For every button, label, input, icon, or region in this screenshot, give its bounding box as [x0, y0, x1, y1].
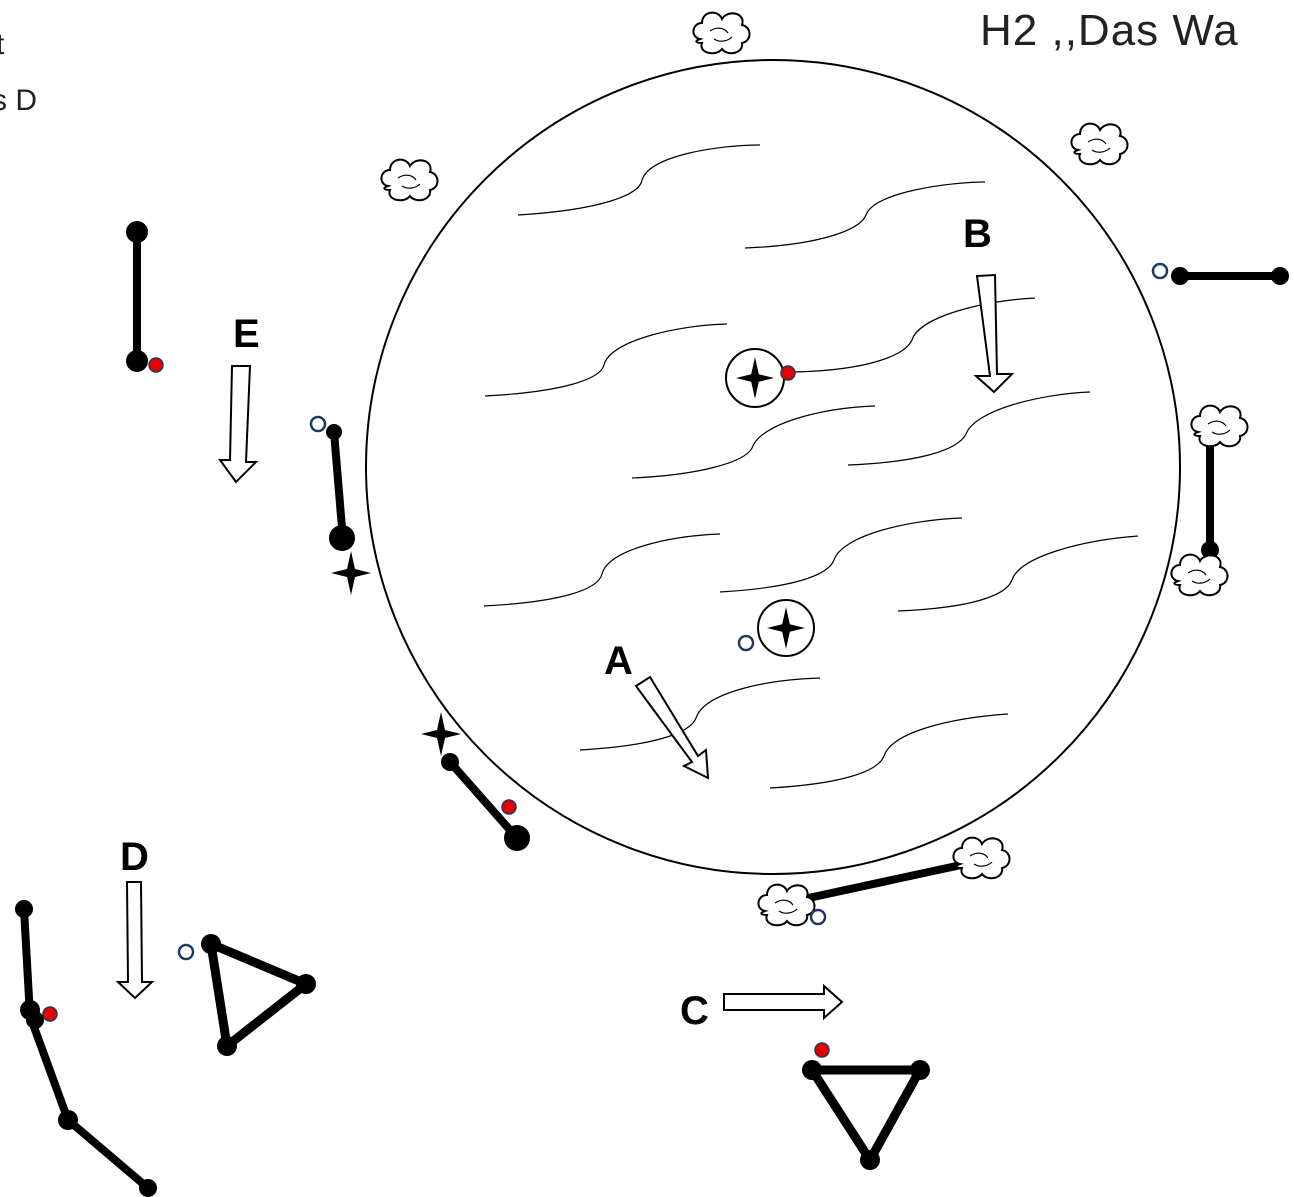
star-icon: [331, 551, 371, 595]
stick-left-lower: [421, 712, 530, 851]
arrow-d: [115, 881, 155, 1000]
red-dot-marker: [814, 1042, 830, 1058]
cloud-icon: [1170, 553, 1229, 597]
wave-line: [517, 144, 761, 216]
open-dot-marker: [177, 943, 195, 961]
wave-line: [769, 713, 1009, 789]
label-e: E: [233, 312, 260, 356]
red-dot-marker: [42, 1006, 58, 1022]
stick-left-upper: [126, 221, 164, 373]
stick-top-right: [1151, 262, 1289, 285]
arrow-a: [634, 675, 710, 780]
label-d: D: [120, 835, 149, 879]
stick-bottom: [757, 836, 1011, 927]
circled-star-lower: [737, 599, 815, 657]
red-dot-marker: [501, 799, 517, 815]
arrow-b: [973, 273, 1015, 394]
circled-star-upper: [725, 348, 796, 408]
chain-bottom-left: [15, 900, 157, 1197]
cloud-icon: [952, 836, 1011, 880]
diagram-title: H2 ,,Das Wa: [980, 6, 1239, 55]
triangle-d: [177, 934, 316, 1056]
red-dot-marker: [780, 365, 796, 381]
arrow-c: [723, 983, 844, 1021]
wave-line: [483, 533, 721, 607]
wave-line: [847, 391, 1091, 466]
open-dot-marker: [1151, 262, 1169, 280]
red-dot-marker: [148, 357, 164, 373]
open-dot-marker: [809, 908, 827, 926]
wave-line: [719, 517, 963, 593]
label-b: B: [963, 212, 992, 256]
cloud-icon: [757, 883, 816, 927]
cloud-icon: [1070, 122, 1129, 166]
wave-line: [579, 677, 821, 751]
arrow-e: [218, 365, 259, 484]
main-circle: [365, 59, 1181, 875]
open-dot-marker: [309, 415, 327, 433]
wave-line: [897, 535, 1139, 612]
label-a: A: [604, 639, 633, 683]
side-text-line-1: t: [0, 28, 5, 61]
wave-line: [631, 405, 876, 479]
wave-line: [744, 181, 986, 249]
cloud-icon: [380, 158, 439, 202]
stick-left-mid: [309, 415, 371, 595]
label-c: C: [680, 989, 709, 1033]
wave-line: [484, 323, 728, 397]
triangle-c: [802, 1042, 930, 1170]
stick-right-vertical: [1170, 404, 1249, 597]
cloud-icon: [692, 11, 751, 55]
open-dot-marker: [737, 634, 755, 652]
side-text-line-2: s D: [0, 84, 37, 117]
cloud-icon: [1190, 404, 1249, 448]
